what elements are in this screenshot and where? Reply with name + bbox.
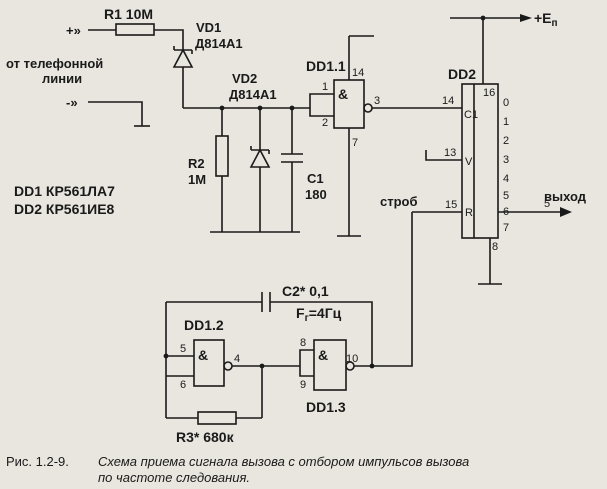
pin-dd1-1-2: 2 [322,117,328,129]
dd2-out-7: 7 [503,222,509,234]
pin-dd1-2-4: 4 [234,353,240,365]
wire-c2-right [270,301,373,366]
label-frequency: Fг=4Гц [296,305,342,324]
pin-dd1-3-9: 9 [300,379,306,391]
pin-dd1-2-5: 5 [180,343,186,355]
dd2-out-5: 5 [503,190,509,202]
label-r3: R3* 680к [176,429,235,445]
pin-dd2-15: 15 [445,199,457,211]
wire-dd1-3-in2 [299,366,314,377]
pin-dd2-14: 14 [442,95,454,107]
caption-line-2: по частоте следования. [98,470,251,485]
label-strobe: строб [380,194,418,209]
label-dd2-type: DD2 КР561ИЕ8 [14,201,115,217]
wire-strobe [372,212,413,367]
gate-dd1-1-inversion [363,103,373,113]
gate-dd1-3-symbol: & [318,347,328,363]
pin-dd2-16: 16 [483,87,495,99]
pin-dd1-3-10: 10 [346,353,358,365]
dd2-outputs: 0 1 2 3 4 5 6 7 [503,97,509,234]
label-vd2-type: Д814А1 [229,87,277,102]
dd2-c1-label: C1 [464,109,478,121]
label-output: выход [544,189,587,204]
label-dd2: DD2 [448,66,476,82]
zener-vd2 [249,108,271,232]
label-phone-line-1: от телефонной [6,56,103,71]
label-r2: R2 [188,156,205,171]
wire-dd2-v [425,150,462,161]
figure-caption: Рис. 1.2-9. Схема приема сигнала вызова с… [6,454,596,486]
label-dd1-2: DD1.2 [184,317,224,333]
pin-dd1-2-6: 6 [180,379,186,391]
resistor-r3 [197,411,237,425]
label-supply: +Eп [534,10,558,29]
pin-dd2-13: 13 [444,147,456,159]
caption-number: Рис. 1.2-9. [6,454,69,469]
dd2-r-label: R [465,207,473,219]
gate-dd1-1-symbol: & [338,86,348,102]
label-dd1-3: DD1.3 [306,399,346,415]
chip-dd2 [461,83,499,239]
terminal-minus: -» [66,95,78,110]
zener-vd1 [172,46,194,108]
resistor-r2 [215,135,229,177]
gate-dd1-2 [193,339,225,387]
dd2-out-2: 2 [503,135,509,147]
label-c2: C2* 0,1 [282,283,329,299]
label-c1-value: 180 [305,187,327,202]
gate-dd1-2-symbol: & [198,347,208,363]
label-vd1-type: Д814А1 [195,36,243,51]
output-arrow [560,207,572,217]
pin-dd1-1-3: 3 [374,95,380,107]
dd2-v-label: V [465,156,473,168]
label-vd2: VD2 [232,71,257,86]
pin-dd1-1-1: 1 [322,81,328,93]
capacitor-c1 [281,108,303,232]
power-rail-arrow [520,14,532,22]
pin-dd1-1-7: 7 [352,137,358,149]
label-r1: R1 10M [104,6,153,22]
resistor-r1 [115,23,155,36]
label-dd1-1: DD1.1 [306,58,346,74]
label-vd1: VD1 [196,20,221,35]
pin-dd2-8: 8 [492,241,498,253]
label-c1: C1 [307,171,324,186]
pin-dd1-1-14: 14 [352,67,364,79]
label-phone-line-2: линии [42,71,82,86]
wire-input-minus [88,101,143,126]
label-dd1-type: DD1 КР561ЛА7 [14,183,115,199]
dd2-out-1: 1 [503,116,509,128]
gate-dd1-2-inversion [223,361,233,371]
dd2-out-4: 4 [503,173,509,185]
pin-dd2-5: 5 [544,198,550,210]
wire-dd1-3-in1 [299,349,314,366]
dd2-out-0: 0 [503,97,509,109]
pin-dd1-3-8: 8 [300,337,306,349]
caption-line-1: Схема приема сигнала вызова с отбором им… [98,454,470,469]
terminal-plus: +» [66,23,81,38]
wire-dd1-1-in2 [309,108,334,117]
wire-r1-vd1 [154,29,184,50]
label-r2-value: 1M [188,172,206,187]
dd2-out-3: 3 [503,154,509,166]
wire-dd1-1-in1 [309,93,334,108]
